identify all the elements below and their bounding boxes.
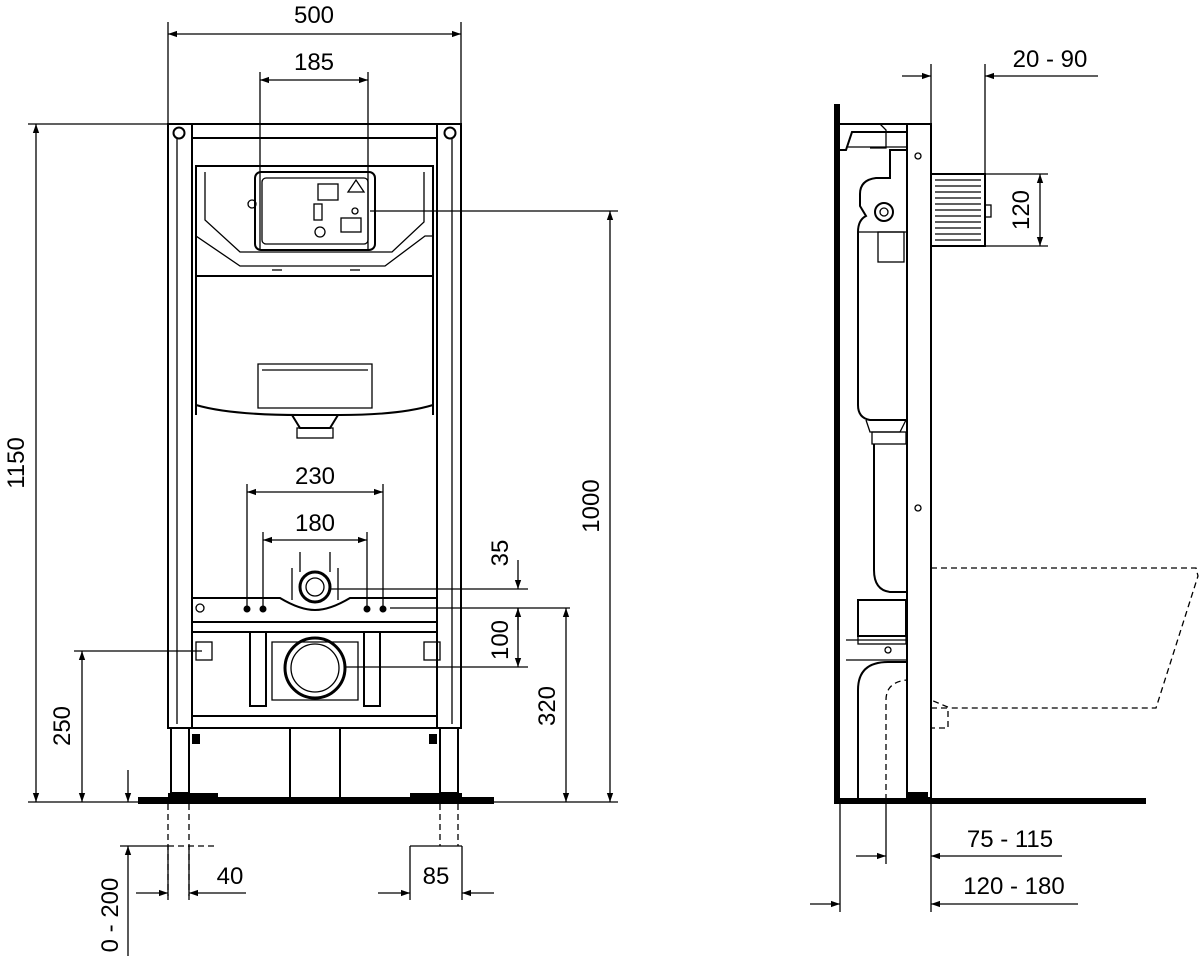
label-180: 180 xyxy=(295,510,335,537)
label-20-90: 20 - 90 xyxy=(1013,46,1088,73)
dim-foot-extension: 0 - 200 xyxy=(97,770,168,956)
dim-depth-adjust: 20 - 90 xyxy=(902,46,1098,174)
side-actuator xyxy=(930,173,992,247)
outlet-pipe xyxy=(283,636,347,700)
waste-outlet xyxy=(191,631,441,797)
dim-frame-depth: 120 - 180 xyxy=(810,804,1078,912)
side-frame xyxy=(840,123,932,800)
frame-bolt-right xyxy=(443,126,457,140)
left-foot-plate xyxy=(168,793,218,799)
label-85: 85 xyxy=(423,863,450,890)
dim-plate-width: 185 xyxy=(259,49,369,250)
side-view: 20 - 90 120 75 - 115 120 - 180 xyxy=(810,46,1199,912)
frame xyxy=(167,123,462,794)
water-inlet xyxy=(298,570,332,604)
front-view: 500 185 1150 1000 230 xyxy=(3,2,618,956)
dim-bolt-outer: 230 xyxy=(246,463,384,606)
floor-line-side xyxy=(834,798,1146,804)
dim-foot-width: 40 xyxy=(136,846,246,900)
dim-bowl-offset: 75 - 115 xyxy=(856,804,1062,912)
label-500: 500 xyxy=(294,2,334,29)
label-40: 40 xyxy=(217,863,244,890)
dim-bolt-inner: 180 xyxy=(262,510,368,606)
actuator-plate xyxy=(254,171,376,251)
label-1150: 1150 xyxy=(3,437,30,489)
label-100: 100 xyxy=(487,620,514,660)
floor-line xyxy=(138,797,494,804)
bolt-hole xyxy=(243,605,251,613)
foot-extension xyxy=(167,804,459,896)
dim-side-fix: 250 xyxy=(49,650,202,802)
dim-outlet-height: 320 xyxy=(534,608,570,802)
label-250: 250 xyxy=(49,706,76,746)
right-foot-plate xyxy=(410,793,462,799)
dim-foot-plate: 85 xyxy=(378,845,494,900)
label-185: 185 xyxy=(294,49,334,76)
dim-width-total: 500 xyxy=(167,2,462,124)
bolt-hole xyxy=(363,605,371,613)
label-1000: 1000 xyxy=(578,479,605,532)
label-230: 230 xyxy=(295,463,335,490)
side-cistern xyxy=(846,149,908,800)
dim-plate-height: 120 xyxy=(985,173,1048,247)
bowl-bracket xyxy=(191,552,438,623)
label-35: 35 xyxy=(487,540,514,567)
label-320: 320 xyxy=(534,686,561,726)
label-120: 120 xyxy=(1008,190,1035,230)
frame-bolt-left xyxy=(172,126,186,140)
flush-valve xyxy=(257,363,373,409)
label-120-180: 120 - 180 xyxy=(963,873,1064,900)
label-75-115: 75 - 115 xyxy=(967,826,1053,853)
wall xyxy=(834,104,840,802)
toilet-bowl xyxy=(930,567,1199,709)
bolt-hole xyxy=(379,605,387,613)
bolt-hole xyxy=(259,605,267,613)
dim-height-actuator: 1000 xyxy=(370,210,618,803)
cistern xyxy=(195,165,434,439)
dim-height-total: 1150 xyxy=(3,123,168,803)
label-0-200: 0 - 200 xyxy=(97,878,124,953)
dim-inlet-outlet: 35 100 xyxy=(330,540,570,668)
